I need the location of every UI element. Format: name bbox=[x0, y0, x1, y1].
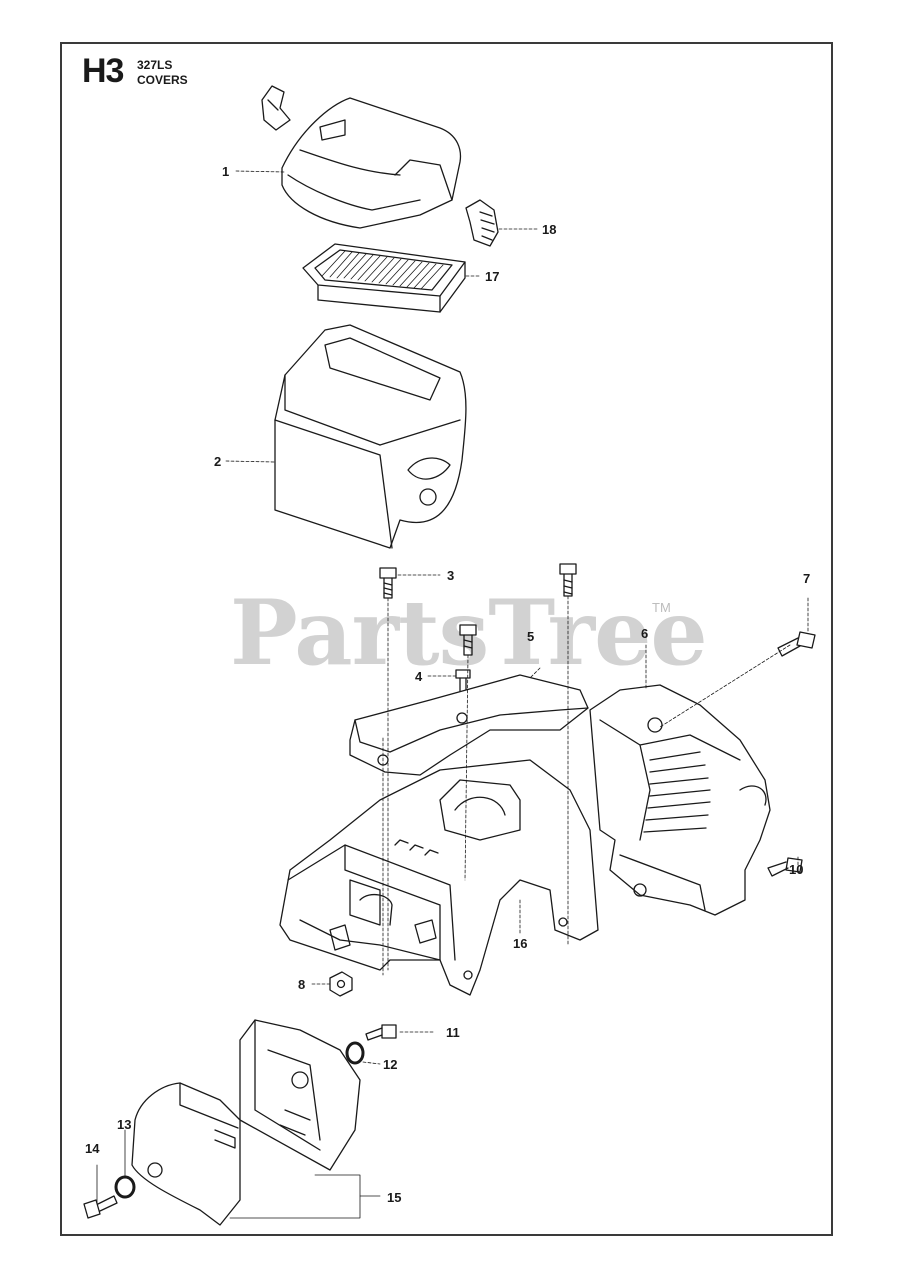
part-lower-cover-inner[interactable] bbox=[239, 1019, 361, 1171]
part-latch-top[interactable] bbox=[261, 85, 291, 131]
part-nut-8[interactable] bbox=[329, 971, 353, 997]
callout-2: 2 bbox=[214, 454, 221, 469]
part-air-filter-cover[interactable] bbox=[281, 97, 462, 229]
callout-11: 11 bbox=[446, 1025, 460, 1040]
callout-14: 14 bbox=[85, 1141, 100, 1156]
part-starter-housing[interactable] bbox=[589, 684, 771, 916]
part-o-ring-13[interactable] bbox=[114, 1175, 136, 1199]
sheet-code: H3 bbox=[82, 52, 124, 90]
part-bolt-7[interactable] bbox=[777, 631, 816, 657]
callout-16: 16 bbox=[513, 936, 527, 951]
callout-13: 13 bbox=[117, 1117, 131, 1132]
callout-18: 18 bbox=[542, 222, 556, 237]
callout-7: 7 bbox=[803, 571, 810, 586]
part-top-handle-cover[interactable] bbox=[349, 674, 589, 776]
model-number: 327LS bbox=[137, 58, 173, 72]
callout-15: 15 bbox=[387, 1190, 401, 1205]
section-title: COVERS bbox=[137, 73, 188, 87]
part-screw-3c[interactable] bbox=[459, 624, 477, 656]
callout-8: 8 bbox=[298, 977, 305, 992]
callout-17: 17 bbox=[485, 269, 499, 284]
callout-10: 10 bbox=[789, 862, 803, 877]
callout-5: 5 bbox=[527, 629, 534, 644]
callout-3: 3 bbox=[447, 568, 454, 583]
callout-6: 6 bbox=[641, 626, 648, 641]
callout-12: 12 bbox=[383, 1057, 397, 1072]
part-air-box-housing[interactable] bbox=[274, 324, 467, 549]
part-o-ring-12[interactable] bbox=[345, 1041, 365, 1065]
part-screw-3b[interactable] bbox=[559, 563, 577, 597]
part-screw-3a[interactable] bbox=[379, 567, 397, 599]
callout-4: 4 bbox=[415, 669, 423, 684]
part-air-filter[interactable] bbox=[302, 243, 466, 313]
part-bolt-11[interactable] bbox=[365, 1024, 397, 1041]
callout-1: 1 bbox=[222, 164, 229, 179]
part-latch-18[interactable] bbox=[465, 199, 499, 247]
watermark-trademark: TM bbox=[652, 600, 671, 615]
part-screw-14[interactable] bbox=[83, 1195, 118, 1219]
diagram-frame bbox=[60, 42, 833, 1236]
part-lower-cover-outer[interactable] bbox=[131, 1082, 241, 1226]
part-cylinder-cover[interactable] bbox=[279, 759, 599, 996]
